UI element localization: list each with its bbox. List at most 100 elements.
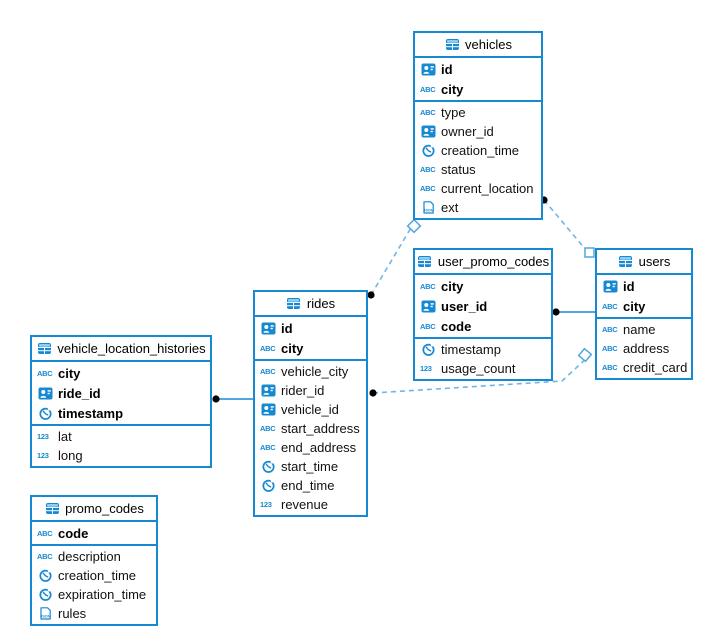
column-row-vehicle_id[interactable]: vehicle_id	[255, 400, 366, 419]
table-header[interactable]: vehicle_location_histories	[32, 337, 210, 362]
string-type-icon: ABC	[420, 184, 436, 193]
column-row-city[interactable]: ABC city	[597, 296, 691, 316]
table-header[interactable]: rides	[255, 292, 366, 317]
column-row-start_time[interactable]: start_time	[255, 457, 366, 476]
table-header[interactable]: promo_codes	[32, 497, 156, 522]
table-icon	[444, 37, 460, 52]
json-type-icon: JSON	[37, 606, 53, 621]
relationship-endpoint-diamond	[406, 218, 422, 234]
table-header[interactable]: vehicles	[415, 33, 541, 58]
json-type-icon: JSON	[420, 200, 436, 215]
column-name: creation_time	[441, 143, 520, 158]
column-name: start_address	[281, 421, 360, 436]
column-name: credit_card	[623, 360, 688, 375]
column-name: id	[623, 278, 635, 294]
string-type-icon: ABC	[420, 108, 436, 117]
column-name: id	[441, 61, 453, 77]
string-type-icon: ABC	[37, 368, 53, 378]
column-name: user_id	[441, 298, 488, 314]
relationship-line-rides-users[interactable]	[372, 355, 590, 394]
string-type-icon: ABC	[420, 281, 436, 291]
uuid-icon	[260, 321, 276, 336]
table-title: users	[638, 254, 671, 269]
column-row-city[interactable]: ABC city	[415, 79, 541, 99]
column-row-id[interactable]: id	[415, 59, 541, 79]
column-row-credit_card[interactable]: ABC credit_card	[597, 358, 691, 377]
column-name: long	[58, 448, 83, 463]
column-row-expiration_time[interactable]: expiration_time	[32, 585, 156, 604]
relationship-endpoint-dot	[369, 389, 377, 397]
column-row-id[interactable]: id	[255, 318, 366, 338]
column-row-id[interactable]: id	[597, 276, 691, 296]
column-name: name	[623, 322, 656, 337]
column-name: code	[58, 525, 89, 541]
table-header[interactable]: user_promo_codes	[415, 250, 551, 275]
column-row-timestamp[interactable]: timestamp	[415, 340, 551, 359]
column-row-start_address[interactable]: ABC start_address	[255, 419, 366, 438]
column-row-rider_id[interactable]: rider_id	[255, 381, 366, 400]
relationship-line-vehicles-users[interactable]	[543, 199, 587, 251]
column-row-timestamp[interactable]: timestamp	[32, 403, 210, 423]
uuid-icon	[260, 402, 276, 417]
table-header[interactable]: users	[597, 250, 691, 275]
string-type-icon: ABC	[420, 84, 436, 94]
relationship-endpoint-diamond	[584, 247, 595, 258]
column-name: vehicle_id	[281, 402, 339, 417]
column-name: city	[441, 81, 464, 97]
timestamp-type-icon	[260, 459, 276, 474]
column-name: lat	[58, 429, 72, 444]
timestamp-type-icon	[420, 143, 436, 158]
column-name: city	[623, 298, 646, 314]
column-row-ride_id[interactable]: ride_id	[32, 383, 210, 403]
string-type-icon: ABC	[260, 443, 276, 452]
column-row-end_time[interactable]: end_time	[255, 476, 366, 495]
column-row-creation_time[interactable]: creation_time	[415, 141, 541, 160]
column-name: description	[58, 549, 121, 564]
column-row-user_id[interactable]: user_id	[415, 296, 551, 316]
column-name: owner_id	[441, 124, 494, 139]
table-icon	[618, 254, 634, 269]
relationship-endpoint-diamond	[577, 347, 593, 363]
string-type-icon: ABC	[602, 363, 618, 372]
timestamp-type-icon	[37, 568, 53, 583]
uuid-icon	[37, 386, 53, 401]
column-name: creation_time	[58, 568, 137, 583]
column-row-creation_time[interactable]: creation_time	[32, 566, 156, 585]
column-row-owner_id[interactable]: owner_id	[415, 122, 541, 141]
string-type-icon: ABC	[260, 424, 276, 433]
svg-text:JSON: JSON	[423, 209, 433, 213]
string-type-icon: ABC	[602, 301, 618, 311]
